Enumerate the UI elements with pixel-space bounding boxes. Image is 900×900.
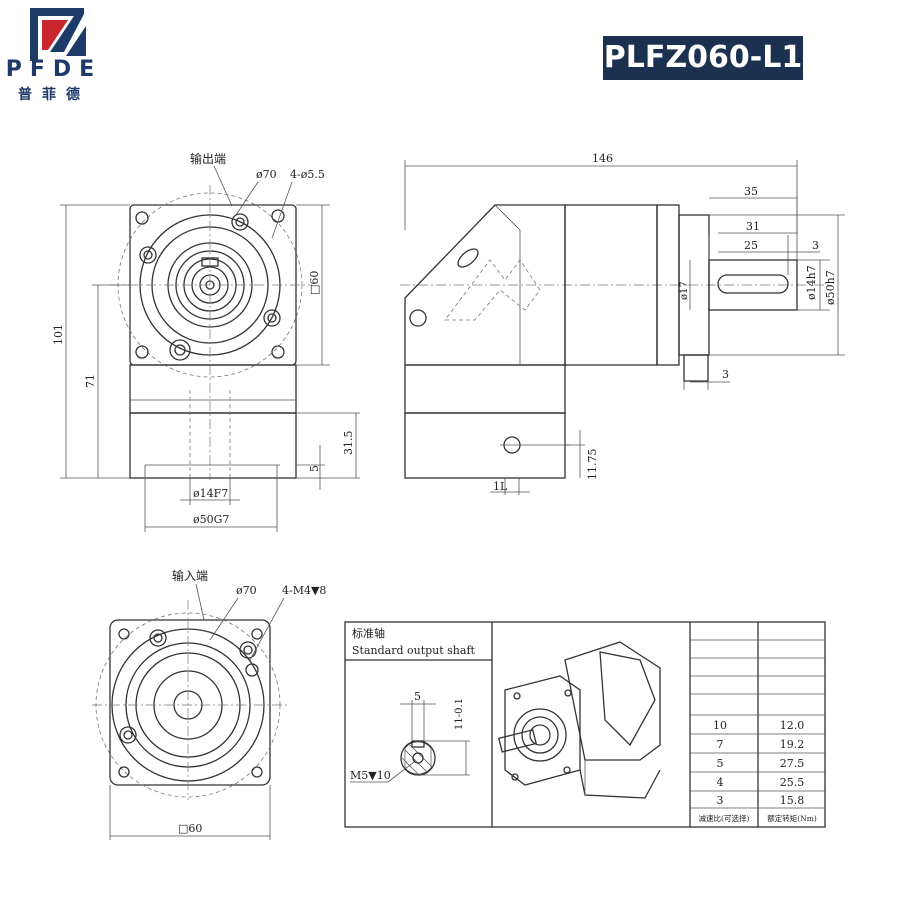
front-dim-bolt-circle: ø70 [256,168,277,181]
table-header-torque: 额定转矩(Nm) [767,813,817,823]
side-dim-key-end: 3 [812,239,819,252]
table-cell: 15.8 [780,794,805,807]
side-dim-flange: 3 [722,368,729,381]
side-dim-17: ø17 [679,281,690,300]
shaft-dim-key-width: 5 [414,690,421,703]
brand-logo [8,6,108,106]
logo-text: PFDE [5,57,103,82]
input-dim-threads: 4-M4▼8 [282,584,326,597]
table-cell: 25.5 [780,776,805,789]
table-cell: 7 [717,738,724,751]
logo-chinese-text: 普菲德 [18,87,90,103]
table-cell: 10 [713,719,727,732]
shaft-dim-thread: M5▼10 [350,769,391,782]
logo-mark-icon [30,8,86,61]
front-view: 输出端 ø70 4-ø5.5 [52,151,360,532]
table-cell: 5 [717,757,724,770]
front-dim-base: 31.5 [342,431,355,456]
shaft-panel: 标准轴 Standard output shaft 5 11-0.1 M5▼10 [344,621,826,828]
table-cell: 4 [717,776,724,789]
gearbox-3d-sketch [498,641,661,799]
table-cell: 12.0 [780,719,805,732]
shaft-title-cn: 标准轴 [352,626,385,640]
front-dim-square: □60 [308,271,321,295]
input-view-title: 输入端 [172,568,208,583]
front-dim-step: 5 [308,465,321,472]
input-dim-bolt-circle: ø70 [236,584,257,597]
table-cell: 19.2 [780,738,805,751]
front-dim-bore: ø14F7 [193,487,228,500]
side-view: 146 35 31 25 3 ø14h7 [400,152,845,495]
front-dim-pilot: ø50G7 [193,513,229,526]
model-number-badge: PLFZ060-L1 [603,36,803,80]
side-dim-shaft-diameter: ø14h7 [805,265,818,300]
table-header-ratio: 减速比(可选择) [699,813,750,823]
front-dim-total-height: 101 [52,324,65,345]
front-dim-axis-height: 71 [84,374,97,388]
side-dim-key-inner: 25 [744,239,758,252]
table-cell: 27.5 [780,757,805,770]
side-dim-11-75: 11.75 [586,449,599,481]
side-dim-1l: 1L [493,480,508,493]
side-dim-shaft: 35 [744,185,758,198]
side-dim-key-length: 31 [746,220,760,233]
ratio-torque-table: 10 12.0 7 19.2 5 27.5 4 25.5 3 15.8 减速比(… [690,639,825,823]
front-dim-holes: 4-ø5.5 [290,168,325,181]
input-dim-square: □60 [178,822,202,835]
side-dim-length: 146 [592,152,613,165]
shaft-dim-key-depth: 11-0.1 [454,698,465,730]
front-view-title: 输出端 [190,151,226,166]
table-cell: 3 [717,794,724,807]
side-dim-spigot: ø50h7 [824,270,837,305]
shaft-title-en: Standard output shaft [352,644,476,657]
input-view: 输入端 ø70 4-M4▼8 □60 [92,568,326,840]
